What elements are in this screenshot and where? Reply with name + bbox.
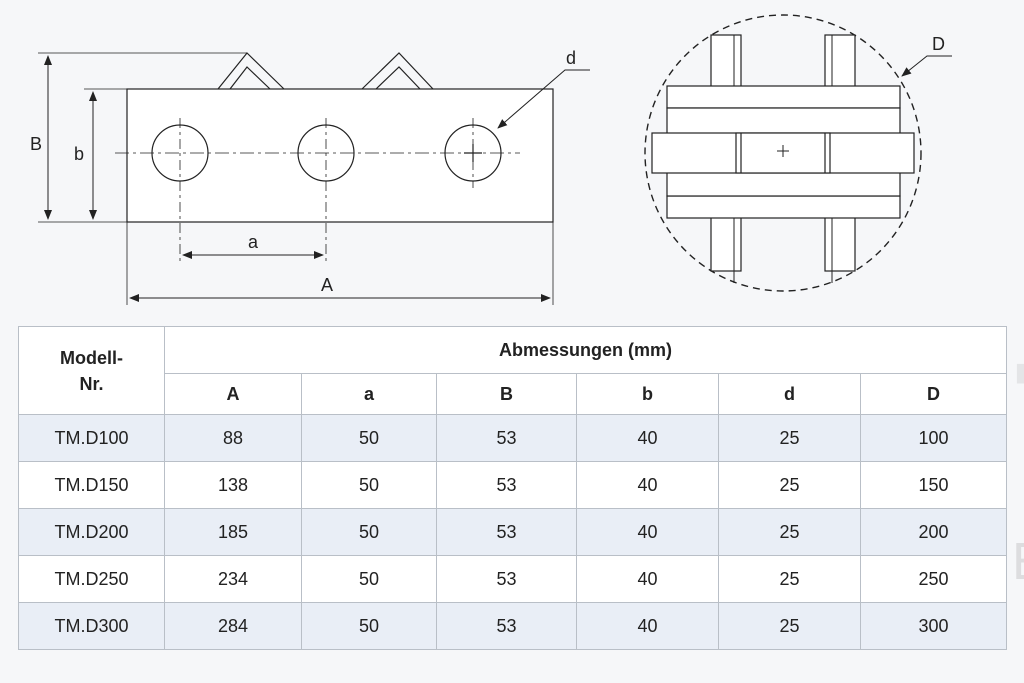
value-cell: 185 [164,508,302,556]
table-row: TM.D300 284 50 53 40 25 300 [18,602,1008,650]
value-cell: 25 [718,602,861,650]
table-row: TM.D200 185 50 53 40 25 200 [18,508,1008,556]
value-cell: 234 [164,555,302,603]
value-cell: 25 [718,461,861,509]
value-cell: 25 [718,414,861,462]
value-cell: 50 [301,602,437,650]
model-cell: TM.D250 [18,555,165,603]
dimensions-table: Modell- Nr. Abmessungen (mm) A a B b d D… [18,326,1008,650]
model-cell: TM.D150 [18,461,165,509]
value-cell: 50 [301,414,437,462]
column-header-D: D [859,373,1008,415]
model-number-header: Modell- Nr. [18,326,165,415]
label-D: D [932,34,945,54]
value-cell: 53 [436,461,577,509]
table-row: TM.D150 138 50 53 40 25 150 [18,461,1008,509]
label-B: B [30,134,42,154]
value-cell: 284 [164,602,302,650]
value-cell: 50 [301,555,437,603]
value-cell: 50 [301,461,437,509]
label-d: d [566,48,576,68]
value-cell: 53 [436,602,577,650]
front-view [38,52,590,305]
value-cell: 53 [436,555,577,603]
leader-d [497,69,590,129]
label-A: A [321,275,333,295]
value-cell: 100 [859,414,1008,462]
column-header-A: A [164,373,302,415]
value-cell: 40 [576,414,719,462]
value-cell: 25 [718,555,861,603]
value-cell: 300 [859,602,1008,650]
value-cell: 25 [718,508,861,556]
side-view [644,14,952,292]
column-header-d: d [718,373,861,415]
label-b: b [74,144,84,164]
dimensions-group-header: Abmessungen (mm) [163,326,1008,374]
leader-D [901,55,952,77]
value-cell: 40 [576,461,719,509]
value-cell: 50 [301,508,437,556]
value-cell: 138 [164,461,302,509]
column-header-B: B [436,373,577,415]
column-header-a: a [301,373,437,415]
value-cell: 88 [164,414,302,462]
model-cell: TM.D100 [18,414,165,462]
v-clip-right [361,52,434,90]
value-cell: 40 [576,602,719,650]
model-cell: TM.D200 [18,508,165,556]
value-cell: 40 [576,555,719,603]
value-cell: 250 [859,555,1008,603]
value-cell: 150 [859,461,1008,509]
value-cell: 53 [436,414,577,462]
technical-drawing: B b a A d D [30,14,952,305]
table-row: TM.D100 88 50 53 40 25 100 [18,414,1008,462]
outer-diameter-circle [644,14,922,292]
column-header-b: b [576,373,719,415]
label-a: a [248,232,259,252]
value-cell: 53 [436,508,577,556]
table-row: TM.D250 234 50 53 40 25 250 [18,555,1008,603]
value-cell: 40 [576,508,719,556]
value-cell: 200 [859,508,1008,556]
plate-body [126,88,554,223]
model-cell: TM.D300 [18,602,165,650]
v-clip-left [217,52,285,90]
